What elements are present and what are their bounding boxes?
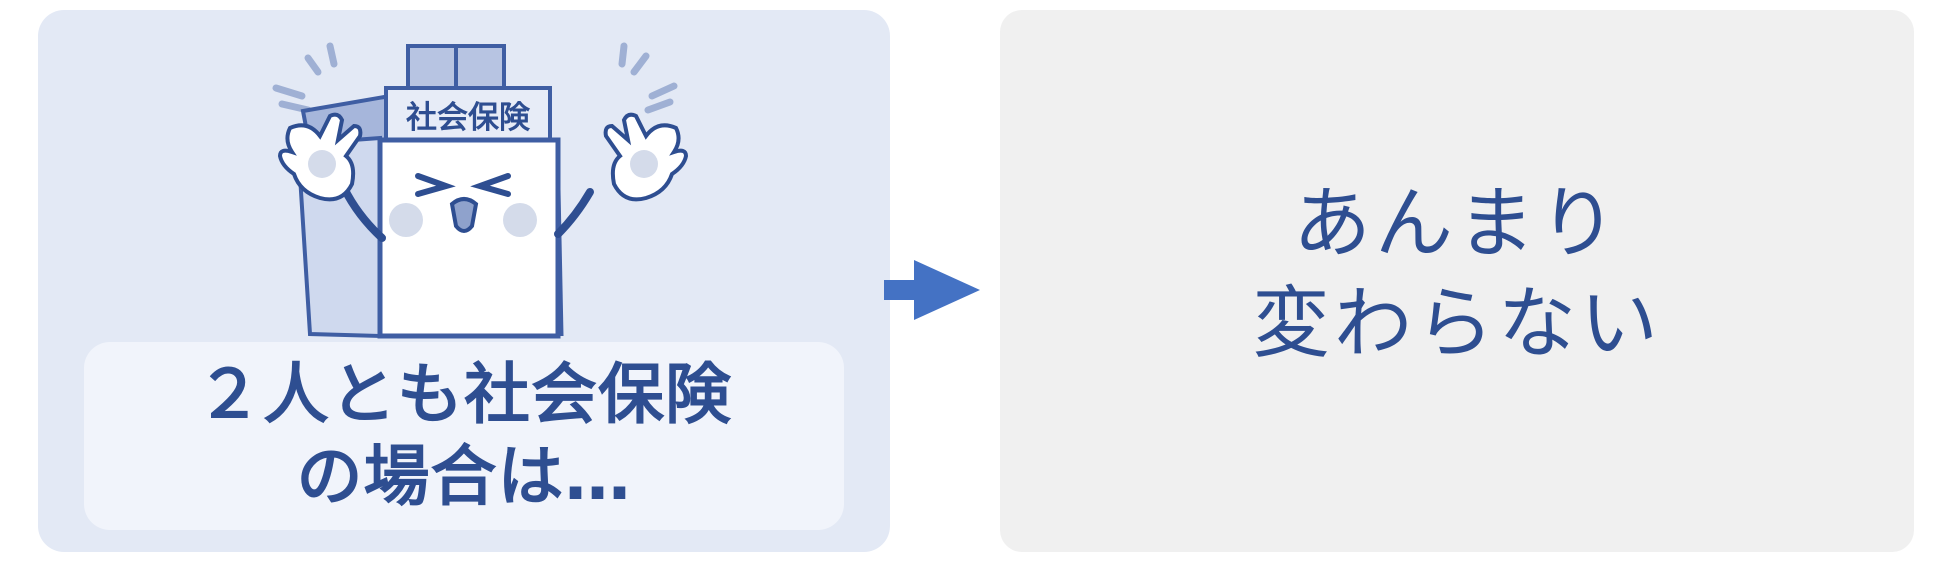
caption-box: ２人とも社会保険 の場合は… <box>84 342 844 530</box>
social-insurance-building-mascot-icon: 社会保険 <box>272 42 689 339</box>
caption-line-1: ２人とも社会保険 <box>196 356 732 433</box>
sign-text: 社会保険 <box>406 100 531 136</box>
result-line-1: あんまり <box>1292 179 1621 269</box>
right-arrow-icon <box>884 260 980 320</box>
right-panel: あんまり 変わらない <box>1000 10 1914 552</box>
caption-line-2: の場合は… <box>296 438 632 515</box>
left-panel: 社会保険 ２人とも社会保険 の場合は… <box>38 10 890 552</box>
result-line-2: 変わらない <box>1251 279 1662 369</box>
